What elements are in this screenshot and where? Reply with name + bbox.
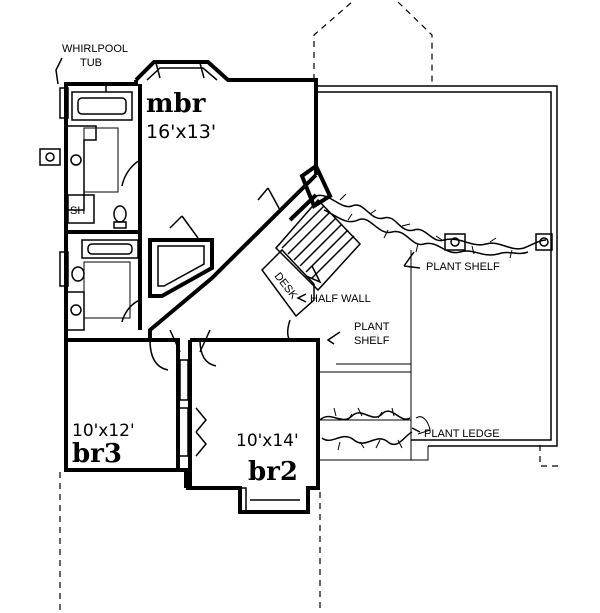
- half-wall-label: HALF WALL: [310, 293, 371, 305]
- desk-label: DESK: [272, 270, 300, 302]
- walk-in-closet: [148, 215, 214, 298]
- plant-shelf-label-line1: PLANT: [354, 321, 390, 333]
- mbr-size: 16'x13': [146, 121, 216, 143]
- br2-name: br2: [248, 457, 298, 487]
- plant-shelf-upper-label: PLANT SHELF: [426, 261, 500, 273]
- master-bath: SH: [66, 84, 142, 234]
- open-to-below-outline: [316, 85, 558, 461]
- shower-label: SH: [70, 205, 85, 217]
- hall-bath: [66, 232, 150, 342]
- br2-size: 10'x14': [236, 431, 299, 451]
- lower-level-dashed-outline: [59, 1, 560, 612]
- plant-shelf-label-line2: SHELF: [354, 335, 390, 347]
- wall-fixtures: [39, 87, 553, 287]
- whirlpool-label-line1: WHIRLPOOL: [62, 43, 128, 55]
- mbr-name: mbr: [146, 89, 206, 119]
- leader-lines: [55, 57, 421, 433]
- plant-ledge-foliage: [319, 407, 431, 451]
- br3-name: br3: [72, 439, 122, 469]
- room-labels: mbr 16'x13' 10'x14' br2 10'x12' br3: [72, 89, 299, 487]
- plant-ledge-label: PLANT LEDGE: [424, 428, 500, 440]
- whirlpool-label-line2: TUB: [80, 57, 102, 69]
- staircase: [261, 162, 362, 318]
- plant-shelf-foliage-upper: [315, 193, 547, 259]
- br3-size: 10'x12': [72, 421, 135, 441]
- interior-walls: [148, 173, 318, 513]
